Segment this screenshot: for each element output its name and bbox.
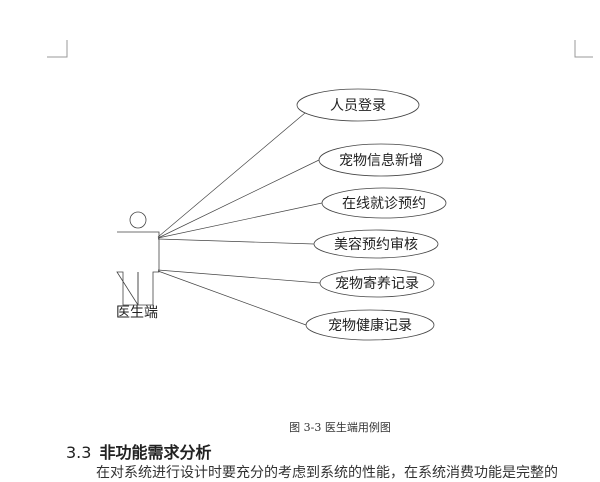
use-case-label: 在线就诊预约 bbox=[342, 196, 426, 212]
use-case-ellipse bbox=[296, 88, 420, 122]
association-line bbox=[157, 112, 306, 238]
use-case-ellipse bbox=[313, 229, 439, 259]
actor-label: 医生端 bbox=[116, 305, 158, 321]
section-title: 非功能需求分析 bbox=[99, 443, 212, 462]
body-paragraph: 在对系统进行设计时要充分的考虑到系统的性能，在系统消费功能是完整的 bbox=[96, 465, 558, 481]
corner-mark-right bbox=[574, 40, 593, 58]
use-case-ellipse bbox=[321, 187, 447, 219]
corner-mark-left bbox=[47, 40, 68, 58]
section-number: 3.3 bbox=[66, 443, 92, 462]
use-case-label: 人员登录 bbox=[330, 98, 386, 114]
use-case-ellipse bbox=[318, 143, 444, 177]
use-case-label: 美容预约审核 bbox=[334, 236, 418, 253]
association-line bbox=[157, 159, 320, 239]
use-case-label: 宠物信息新增 bbox=[339, 152, 423, 169]
association-line bbox=[157, 238, 315, 245]
actor-head bbox=[129, 211, 147, 229]
use-case-ellipse bbox=[305, 309, 435, 341]
figure-caption: 图 3-3 医生端用例图 bbox=[289, 421, 391, 434]
association-line bbox=[157, 270, 307, 326]
section-heading: 3.3 非功能需求分析 bbox=[66, 439, 211, 463]
use-case-ellipse bbox=[319, 268, 435, 298]
use-case-label: 宠物健康记录 bbox=[328, 317, 412, 334]
actor-figure bbox=[116, 211, 160, 306]
use-case-label: 宠物寄养记录 bbox=[335, 275, 419, 292]
association-line bbox=[157, 202, 323, 239]
association-line bbox=[157, 269, 321, 284]
